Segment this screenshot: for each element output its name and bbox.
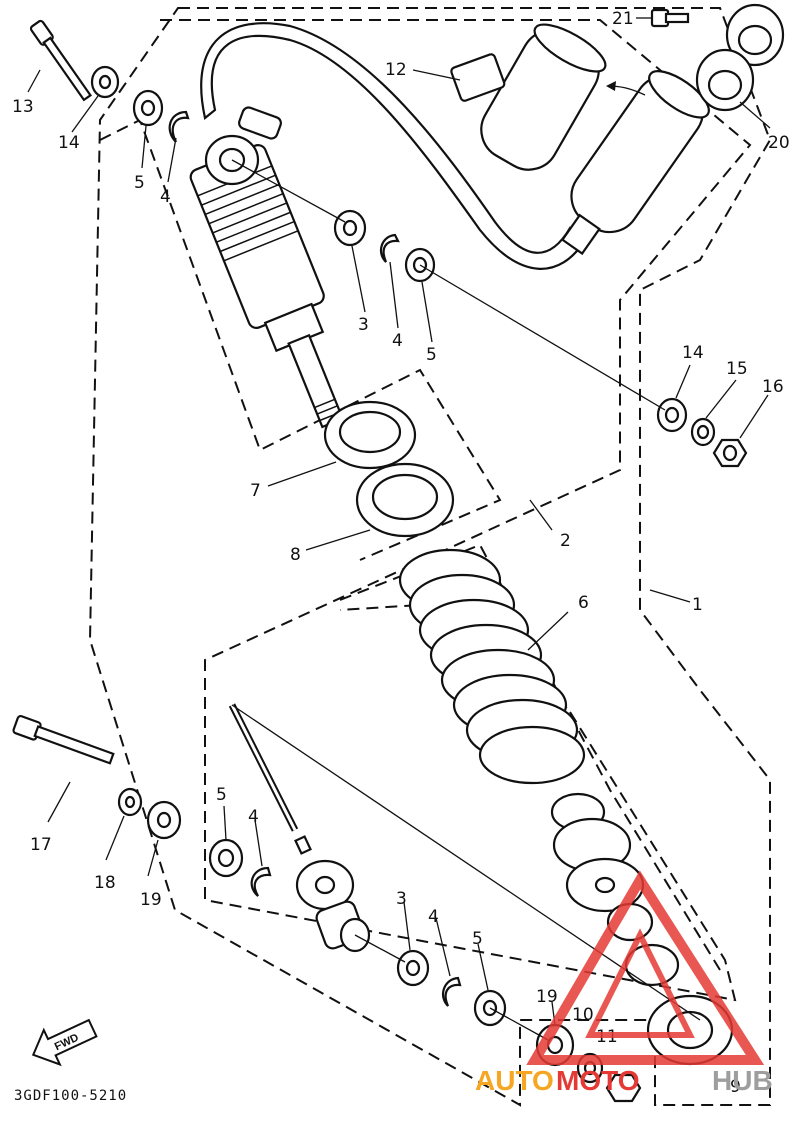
circlip-4-lower-left (250, 866, 272, 897)
watermark-auto: AUTO (475, 1065, 554, 1096)
callout-19-left: 19 (140, 890, 162, 910)
circlip-4-upper-left (168, 110, 190, 143)
callout-4-upper: 4 (392, 331, 403, 351)
callout-4-lower-left: 4 (248, 807, 259, 827)
callout-2: 2 (560, 531, 571, 551)
callout-8: 8 (290, 545, 301, 565)
callout-19-lower: 19 (536, 987, 558, 1007)
callout-4-lower: 4 (428, 907, 439, 927)
cap-bracket (450, 53, 506, 102)
lower-mount (295, 859, 371, 953)
callout-4-upper-left: 4 (160, 187, 171, 207)
callout-11: 13 (12, 97, 34, 117)
callout-10: 12 (385, 60, 407, 80)
diagram-code: 3GDF100-5210 (14, 1088, 127, 1104)
callout-12: 15 (726, 359, 748, 379)
watermark-logo: AUTO MOTO HUB (475, 870, 773, 1096)
callout-21: 21 (612, 9, 634, 29)
callout-1: 1 (692, 595, 703, 615)
fwd-arrow: FWD (31, 1018, 98, 1067)
callout-labels: 13 14 5 4 12 21 20 3 4 5 14 15 16 7 8 2 … (12, 9, 790, 1097)
callout-16: 18 (94, 873, 116, 893)
callout-14-right: 14 (682, 343, 704, 363)
circlip-4-lower (441, 976, 462, 1007)
callout-7: 7 (250, 481, 261, 501)
callout-6: 6 (578, 593, 589, 613)
callout-5-lower: 5 (472, 929, 483, 949)
callout-20: 20 (768, 133, 790, 153)
hose-fitting (238, 106, 282, 140)
clamp-20 (695, 3, 785, 112)
circlip-4-upper (379, 233, 400, 263)
watermark-moto: MOTO (556, 1065, 639, 1096)
callout-15: 17 (30, 835, 52, 855)
callout-5-upper: 5 (426, 345, 437, 365)
bolt-11 (29, 19, 93, 102)
reservoir (560, 70, 710, 256)
watermark-hub: HUB (712, 1065, 773, 1096)
callout-14-upper: 14 (58, 133, 80, 153)
callout-5-lower-left: 5 (216, 785, 227, 805)
callout-9: 9 (730, 1077, 741, 1097)
group-boundary-1 (88, 7, 772, 1107)
callout-leaders (27, 17, 771, 1026)
nut-18 (605, 1073, 642, 1103)
callout-3-upper: 3 (358, 315, 369, 335)
coil-spring-6 (398, 548, 586, 785)
shock-absorber-body (189, 144, 345, 429)
reservoir-cap (480, 23, 607, 171)
callout-13: 16 (762, 377, 784, 397)
ring-nut-7 (323, 400, 417, 470)
bolt-15 (12, 714, 115, 765)
callout-3-lower: 3 (396, 889, 407, 909)
bolt-21 (650, 8, 690, 28)
ring-nut-8 (355, 462, 455, 538)
callout-17: 10 (572, 1005, 594, 1025)
callout-5-upper-left: 5 (134, 173, 145, 193)
